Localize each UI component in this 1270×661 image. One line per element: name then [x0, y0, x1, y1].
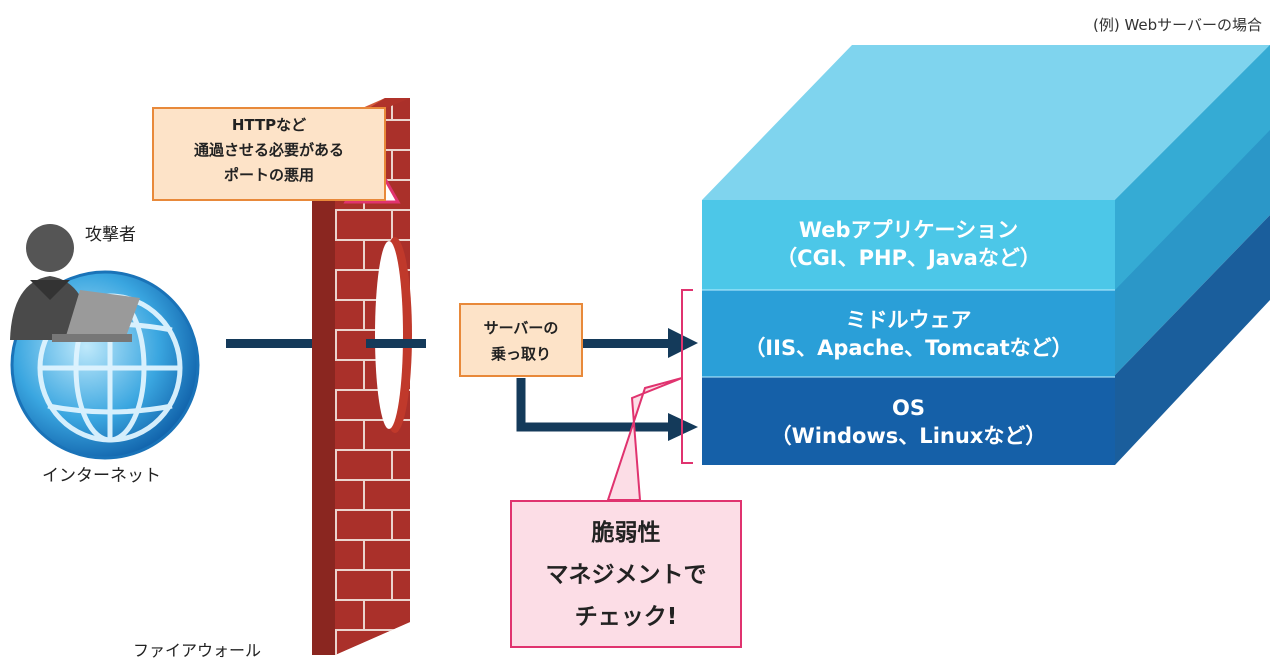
port-abuse-line2: 通過させる必要がある	[193, 141, 344, 159]
attacker-label: 攻撃者	[85, 225, 136, 245]
port-abuse-box: HTTPなど 通過させる必要がある ポートの悪用	[152, 107, 386, 201]
port-abuse-line3: ポートの悪用	[223, 166, 314, 184]
example-note: (例) Webサーバーの場合	[1092, 16, 1262, 34]
attacker-icon	[10, 224, 140, 342]
port-abuse-line1: HTTPなど	[231, 116, 307, 134]
callout-line3: チェック!	[574, 604, 678, 630]
layer-os	[702, 377, 1115, 465]
firewall-label: ファイアウォール	[133, 641, 262, 660]
layer-webapp	[702, 200, 1115, 290]
arrow-bottom-line	[516, 378, 672, 432]
layer-middleware-text: ミドルウェア （IIS、Apache、Tomcatなど）	[702, 306, 1115, 362]
callout-line1: 脆弱性	[591, 520, 661, 546]
layer-webapp-title: Webアプリケーション	[798, 218, 1019, 242]
layer-webapp-text: Webアプリケーション （CGI、PHP、Javaなど）	[702, 216, 1115, 272]
server-block	[702, 45, 1270, 465]
layer-middleware-sub: （IIS、Apache、Tomcatなど）	[744, 336, 1073, 360]
layer-os-title: OS	[892, 396, 925, 420]
vuln-callout: 脆弱性 マネジメントで チェック!	[510, 500, 742, 648]
takeover-line1: サーバーの	[483, 319, 559, 337]
takeover-box: サーバーの 乗っ取り	[459, 303, 583, 377]
layer-os-sub: （Windows、Linuxなど）	[770, 424, 1047, 448]
layer-middleware-title: ミドルウェア	[845, 308, 972, 332]
layer-webapp-sub: （CGI、PHP、Javaなど）	[776, 246, 1041, 270]
connection-line	[226, 339, 312, 348]
arrow-top-line	[583, 339, 673, 348]
layer-middleware	[702, 290, 1115, 377]
callout-line2: マネジメントで	[545, 562, 707, 588]
connection-line-through	[366, 339, 426, 348]
firewall	[312, 98, 412, 655]
bracket	[681, 289, 693, 464]
takeover-line2: 乗っ取り	[490, 345, 551, 363]
internet-label: インターネット	[42, 466, 161, 486]
layer-os-text: OS （Windows、Linuxなど）	[702, 394, 1115, 450]
